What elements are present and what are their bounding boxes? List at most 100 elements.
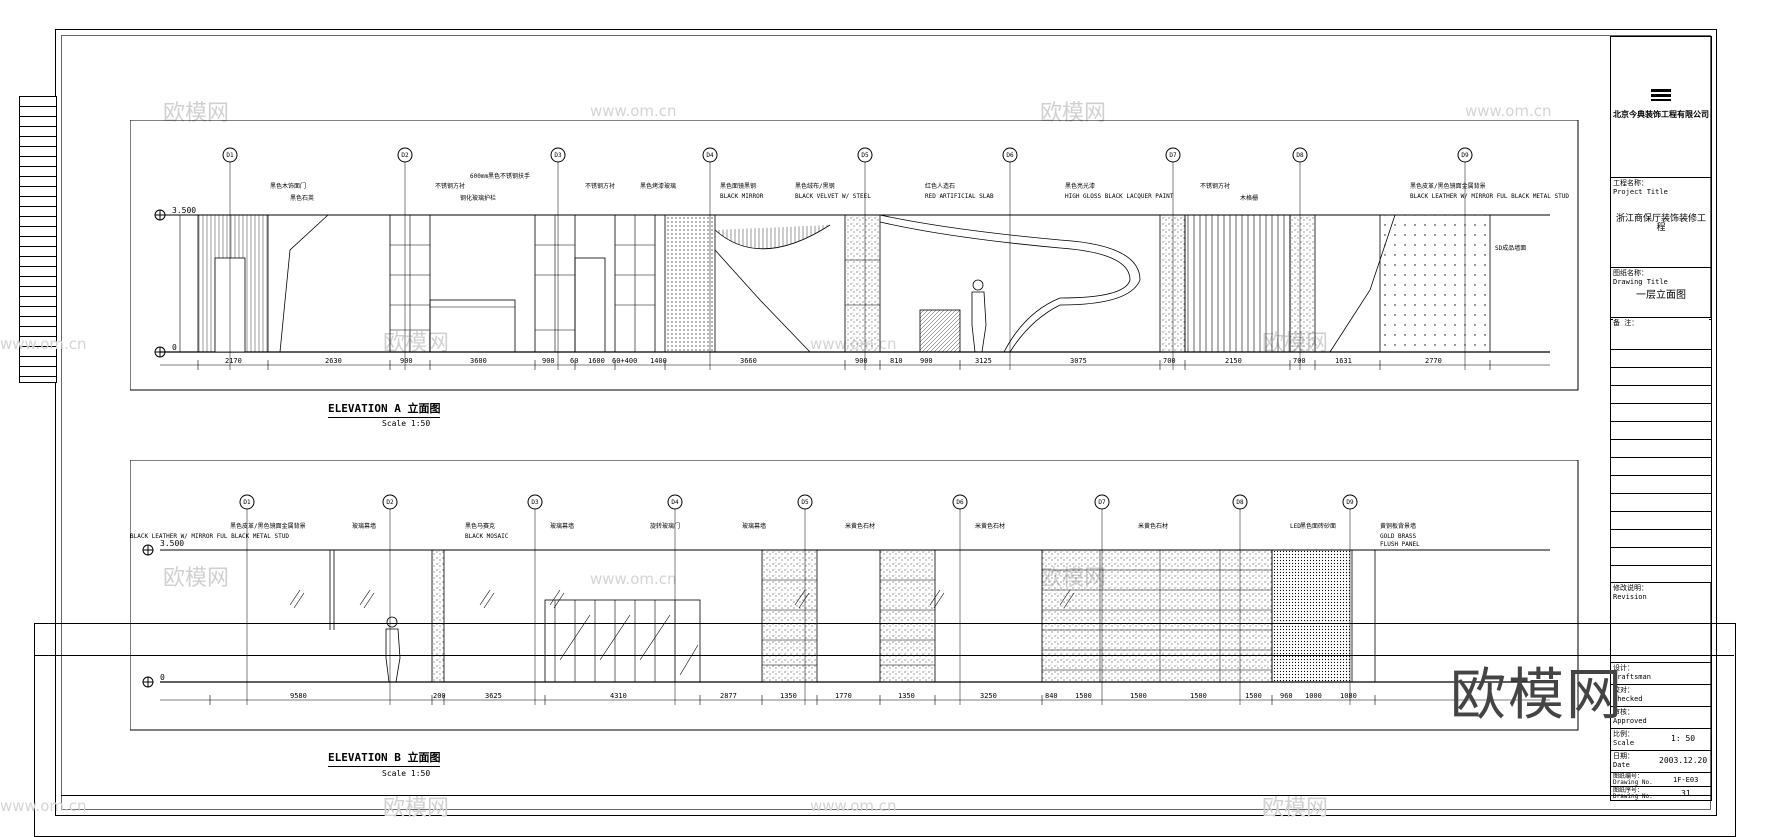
level-marker-bottom: 0 [154, 343, 177, 358]
note: HIGH GLOSS BLACK LACQUER PAINT [1065, 193, 1174, 200]
glass-curtain-slashes [289, 589, 1075, 609]
red-stone-column [844, 214, 881, 353]
level-marker-top: 3.500 [142, 539, 184, 556]
dimension-label: 3125 [975, 357, 992, 365]
dimension-label: 3660 [740, 357, 757, 365]
section-markers [239, 494, 1358, 510]
dimension-label: 1500 [1245, 692, 1262, 700]
note: 黑色马赛克 [465, 522, 495, 530]
drawing-no-label-en: Drawing No. [1613, 779, 1653, 786]
note: 米黄色石材 [1138, 522, 1168, 530]
stone-wall [1041, 549, 1273, 683]
drawing-no-cell: 图纸编号： Drawing No. 1F-E03 [1611, 772, 1711, 786]
drawing-no-label: 图纸编号： [1613, 773, 1644, 780]
brass-panel [1271, 549, 1353, 683]
note: BLACK LEATHER W/ MIRROR FUL BLACK METAL … [130, 533, 289, 540]
checked-label: 校对： [1613, 686, 1634, 694]
design-label-en: Draftsman [1613, 673, 1651, 681]
leather-dot-panel [1379, 214, 1491, 353]
dimension-label: 200 [433, 692, 446, 700]
marker-label: D3 [554, 152, 562, 159]
note: LED [1290, 523, 1301, 530]
approved-cell: 审核： Approved [1611, 706, 1711, 728]
note: 黑色木饰面门 [270, 182, 306, 190]
project-title-cell: 工程名称： Project Title 浙江商保厅装饰装修工程 [1611, 177, 1711, 267]
marker-label: D5 [801, 499, 809, 506]
dimension-label: 1500 [1190, 692, 1207, 700]
design-cell: 设计： Draftsman [1611, 662, 1711, 684]
level-marker-bottom: 0 [142, 673, 165, 688]
dimension-label: 3600 [470, 357, 487, 365]
lacquer-wave [879, 214, 1141, 353]
section-marker-labels: D1 D2 D3 D4 D5 D6 D7 D8 D9 [226, 152, 1469, 159]
marker-label: D2 [401, 152, 409, 159]
dimension-label: 840 [1045, 692, 1058, 700]
dimension-label: 1600 [588, 357, 605, 365]
dimension-label: 1770 [835, 692, 852, 700]
human-figure [971, 279, 987, 353]
door-2 [574, 257, 606, 353]
revision-cell: 修改说明： Revision [1611, 582, 1711, 662]
elevation-a-drawing: 3.500 0 [130, 120, 1579, 391]
dimension-label: 810 [890, 357, 903, 365]
marker-label: D4 [671, 499, 679, 506]
level-marker-top: 3.500 [154, 206, 196, 221]
sheet-no-value: 31 [1681, 789, 1691, 798]
note: 黑色烤漆玻璃 [640, 182, 676, 190]
note: 玻璃幕墙 [352, 522, 376, 530]
marker-label: D8 [1236, 499, 1244, 506]
glass-railing [429, 299, 516, 353]
stone-block [919, 309, 961, 353]
watermark-url: www.om.cn [0, 335, 87, 353]
dimension-label: 900 [400, 357, 413, 365]
note: BLACK MIRROR [720, 193, 764, 200]
black-mirror-panel [664, 214, 716, 353]
elevation-a-title: ELEVATION A 立面图 [328, 400, 441, 418]
stone-panel-1 [761, 549, 818, 683]
dimension-ticks [197, 360, 1491, 370]
note: 木格栅 [1240, 194, 1258, 202]
overlay-line-2 [61, 795, 1711, 796]
dimension-label: 2170 [225, 357, 242, 365]
elevation-a-scale: Scale 1:50 [382, 419, 431, 428]
remark-cell: 备 注： [1611, 317, 1711, 582]
dimension-label: 1350 [780, 692, 797, 700]
approved-label: 审核： [1613, 708, 1634, 716]
human-figure [385, 616, 401, 683]
marker-label: D5 [861, 152, 869, 159]
note: 玻璃幕墙 [742, 522, 766, 530]
dimension-label: 1631 [1335, 357, 1352, 365]
note: 米黄色石材 [975, 522, 1005, 530]
note: SD成品墙面 [1495, 244, 1526, 252]
elevation-b-frame [130, 460, 1579, 731]
marker-label: D7 [1098, 499, 1106, 506]
marker-label: D8 [1296, 152, 1304, 159]
left-binding-strip [19, 96, 57, 383]
watermark-logo: 欧模网 [383, 796, 450, 821]
dimension-label: 9580 [290, 692, 307, 700]
section-markers [222, 147, 1473, 163]
dimension-label: 2150 [1225, 357, 1242, 365]
dimension-label: 900 [542, 357, 555, 365]
watermark-url: www.om.cn [590, 570, 677, 588]
dimension-label: 1350 [898, 692, 915, 700]
elevation-b-title: ELEVATION B 立面图 [328, 749, 441, 767]
company-logo-icon [1651, 89, 1671, 101]
dimension-label: 3625 [485, 692, 502, 700]
approved-label-en: Approved [1613, 717, 1647, 725]
note: 黑色绒布/黑钢 [795, 182, 835, 190]
dimension-label: 60 [570, 357, 578, 365]
marker-label: D9 [1461, 152, 1469, 159]
company-name: 北京今典装饰工程有限公司 [1613, 110, 1709, 119]
note: BLACK LEATHER W/ MIRROR FUL BLACK METAL … [1410, 193, 1569, 200]
scale-label-en: Scale [1613, 739, 1635, 747]
watermark-url: www.om.cn [1465, 102, 1552, 120]
marker-leaders [229, 162, 1466, 370]
dimension-label: 700 [1293, 357, 1306, 365]
sheet-no-label-en: Drawing No. [1613, 793, 1653, 800]
sheet-no-cell: 图纸序号： Drawing No. 31 [1611, 786, 1711, 800]
note: 钢化玻璃护栏 [460, 194, 496, 202]
project-label-en: Project Title [1613, 188, 1668, 196]
note: BLACK MOSAIC [465, 533, 509, 540]
note: 600mm黑色不锈钢扶手 [470, 172, 530, 180]
